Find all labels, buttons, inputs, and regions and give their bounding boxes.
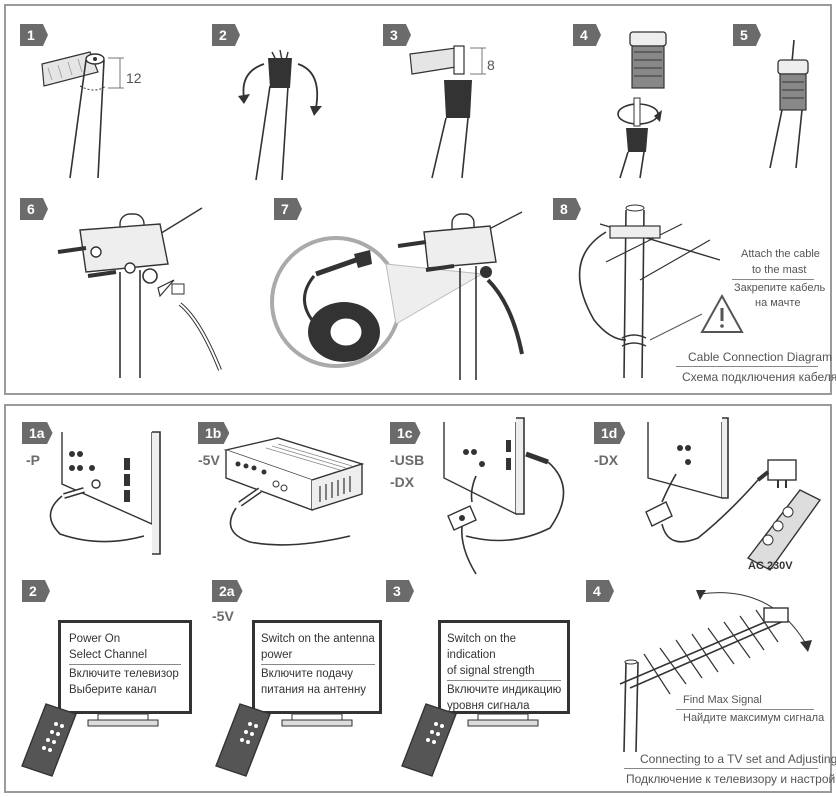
mode-label-5v: -5V bbox=[198, 452, 220, 468]
mode-label-dx: -DX bbox=[390, 474, 415, 490]
ac-230v-label: AC 230V bbox=[748, 560, 793, 572]
step-badge-5: 5 bbox=[733, 24, 761, 46]
attach-cable-en-line2: to the mast bbox=[752, 264, 807, 276]
top-caption-ru: Схема подключения кабеля bbox=[682, 370, 836, 384]
tv-screen-antenna-power: Switch on the antenna power Включите под… bbox=[252, 620, 382, 714]
step-badge-1c: 1c bbox=[390, 422, 421, 444]
step1a-tv-back-illustration bbox=[49, 431, 161, 555]
step-badge-4: 4 bbox=[586, 580, 614, 602]
tv-stands bbox=[87, 713, 539, 727]
step-badge-1: 1 bbox=[20, 24, 48, 46]
tv-screen-power-on: Power On Select Channel Включите телевиз… bbox=[58, 620, 192, 714]
tv2-en-line1: Switch on the antenna bbox=[261, 633, 375, 645]
mode-label-5v-2a: -5V bbox=[212, 608, 234, 624]
step-badge-6: 6 bbox=[20, 198, 48, 220]
tv2-en-line2: power bbox=[261, 649, 293, 661]
top-caption-en: Cable Connection Diagram bbox=[688, 350, 833, 364]
step-badge-2a: 2a bbox=[212, 580, 243, 602]
step-badge-1b: 1b bbox=[198, 422, 230, 444]
step6-amplifier-box-illustration bbox=[57, 207, 222, 378]
step-badge-2: 2 bbox=[22, 580, 50, 602]
step1b-settop-box-illustration bbox=[223, 437, 365, 546]
dimension-12-label: 12 bbox=[126, 70, 142, 86]
mode-label-dx-1d: -DX bbox=[594, 452, 619, 468]
attach-cable-en-line1: Attach the cable bbox=[741, 248, 820, 260]
find-signal-ru: Найдите максимум сигнала bbox=[683, 712, 825, 724]
tv-screen-signal-strength: Switch on the indication of signal stren… bbox=[438, 620, 570, 714]
top-caption-divider bbox=[676, 366, 818, 367]
step-badge-1d: 1d bbox=[594, 422, 626, 444]
tv2-ru-line2: питания на антенну bbox=[261, 684, 367, 696]
tv1-en-line2: Select Channel bbox=[69, 649, 147, 661]
step1d-tv-power-strip-illustration bbox=[645, 417, 822, 571]
step3-fold-shield-illustration bbox=[409, 45, 486, 179]
step-badge-3: 3 bbox=[386, 580, 414, 602]
step-badge-8: 8 bbox=[553, 198, 581, 220]
remote-control-icon-2 bbox=[215, 703, 271, 777]
find-signal-en: Find Max Signal bbox=[683, 694, 762, 706]
mode-label-p: -P bbox=[26, 452, 40, 468]
step-badge-4: 4 bbox=[573, 24, 601, 46]
tv2-ru-line1: Включите подачу bbox=[261, 668, 354, 680]
remote-control-icon bbox=[21, 703, 77, 777]
attach-cable-ru-line2: на мачте bbox=[755, 297, 801, 309]
dimension-8-label: 8 bbox=[487, 57, 495, 73]
remote-control-icon-3 bbox=[401, 703, 457, 777]
find-signal-divider bbox=[676, 709, 814, 710]
step4-screw-connector-illustration bbox=[617, 31, 667, 179]
step1-cable-strip-illustration bbox=[41, 51, 124, 179]
step1c-tv-usb-illustration bbox=[443, 417, 565, 575]
tv1-en-line1: Power On bbox=[69, 633, 121, 645]
tv3-ru-line2: уровня сигнала bbox=[447, 700, 530, 712]
step8-mast-antenna-illustration bbox=[578, 204, 721, 379]
tv2-divider bbox=[261, 664, 375, 665]
tv3-ru-line1: Включите индикацию bbox=[447, 684, 562, 696]
tv1-divider bbox=[69, 664, 181, 665]
tv3-en-line1: Switch on the indication bbox=[447, 633, 517, 661]
warning-pointer-line bbox=[649, 313, 703, 341]
bottom-caption-divider bbox=[624, 768, 818, 769]
step-badge-1a: 1a bbox=[22, 422, 53, 444]
tv3-en-line2: of signal strength bbox=[447, 665, 535, 677]
step4-antenna-adjust-illustration bbox=[619, 590, 812, 753]
tv1-ru-line1: Включите телевизор bbox=[69, 668, 179, 680]
step2-twist-shield-illustration bbox=[238, 49, 322, 181]
step-badge-2: 2 bbox=[212, 24, 240, 46]
step7-insulation-tape-illustration bbox=[270, 211, 524, 380]
step5-finished-connector-illustration bbox=[769, 39, 809, 169]
attach-cable-divider bbox=[732, 279, 814, 280]
warning-icon bbox=[700, 293, 744, 333]
step-badge-3: 3 bbox=[383, 24, 411, 46]
bottom-caption-en: Connecting to a TV set and Adjusting bbox=[640, 752, 836, 766]
tv1-ru-line2: Выберите канал bbox=[69, 684, 157, 696]
attach-cable-ru-line1: Закрепите кабель bbox=[734, 282, 826, 294]
tv3-divider bbox=[447, 680, 561, 681]
step-badge-7: 7 bbox=[274, 198, 302, 220]
mode-label-usb: -USB bbox=[390, 452, 425, 468]
bottom-caption-ru: Подключение к телевизору и настройка bbox=[626, 772, 836, 786]
